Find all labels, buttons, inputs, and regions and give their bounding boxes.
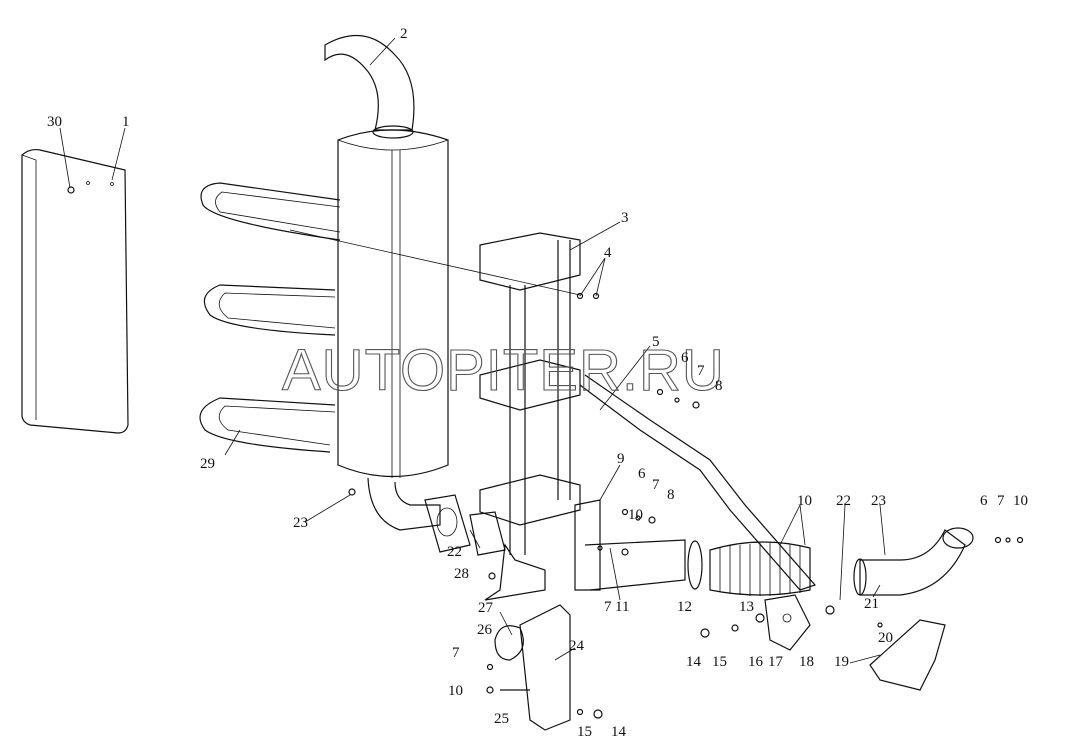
watermark: AUTOPITER.RU: [282, 338, 725, 403]
callout: 23: [871, 493, 886, 509]
callout: 20: [878, 630, 893, 646]
callout: 25: [494, 711, 509, 727]
callout: 17: [768, 654, 784, 670]
callout: 14: [611, 724, 627, 740]
flex-bellows: [709, 541, 811, 596]
callout: 2: [400, 26, 408, 42]
callout: 22: [447, 544, 462, 560]
callout: 22: [836, 493, 851, 509]
callout: 10: [628, 507, 643, 523]
callout: 4: [604, 245, 612, 261]
callout: 7: [652, 477, 660, 493]
callout: 11: [615, 599, 629, 615]
callout: 12: [677, 599, 692, 615]
callout: 15: [712, 654, 727, 670]
callout-labels: 2 30 1 3 4 5 6 7 8 9 6 7 8 10 10 22 23 6…: [47, 26, 1028, 740]
callout: 9: [617, 451, 625, 467]
callout: 10: [448, 683, 463, 699]
leader-lines: [59, 37, 886, 664]
callout: 24: [569, 638, 585, 654]
plate-17: [764, 594, 811, 651]
gasket-flange: [424, 494, 471, 553]
callout: 13: [739, 599, 754, 615]
small-fasteners: [348, 292, 1024, 719]
callout: 23: [293, 515, 308, 531]
callout: 19: [834, 654, 849, 670]
callout: 6: [681, 350, 689, 366]
callout: 15: [577, 724, 592, 740]
support-rod: [579, 374, 817, 591]
mounting-bracket: [479, 232, 581, 601]
callout: 5: [652, 334, 660, 350]
callout: 10: [797, 493, 812, 509]
elbow-pipe: [859, 529, 966, 596]
tail-pipe: [324, 34, 415, 131]
callout: 30: [47, 114, 62, 130]
callout: 27: [478, 600, 494, 616]
callout: 8: [715, 378, 723, 394]
callout: 16: [748, 654, 764, 670]
callout: 21: [864, 596, 879, 612]
callout: 3: [621, 210, 629, 226]
callout: 7: [452, 645, 460, 661]
bracket-19: [869, 619, 946, 691]
callout: 7: [997, 493, 1005, 509]
callout: 6: [980, 493, 988, 509]
bolt-30: [67, 186, 75, 194]
clamp-12: [687, 540, 703, 590]
callout: 7: [697, 363, 705, 379]
callout: 6: [638, 466, 646, 482]
callout: 10: [1013, 493, 1028, 509]
callout: 29: [200, 456, 215, 472]
callout: 26: [477, 622, 493, 638]
straps: [199, 182, 581, 453]
callout: 28: [454, 566, 469, 582]
callout: 18: [799, 654, 814, 670]
callout: 1: [122, 114, 130, 130]
callout: 8: [667, 487, 675, 503]
callout: 14: [686, 654, 702, 670]
callout: 7: [604, 599, 612, 615]
heat-shield-panel: [21, 148, 129, 434]
muffler: [337, 129, 449, 531]
exhaust-pipe-11: [584, 539, 686, 591]
clamp-26: [494, 625, 524, 661]
bracket-24: [519, 604, 571, 731]
